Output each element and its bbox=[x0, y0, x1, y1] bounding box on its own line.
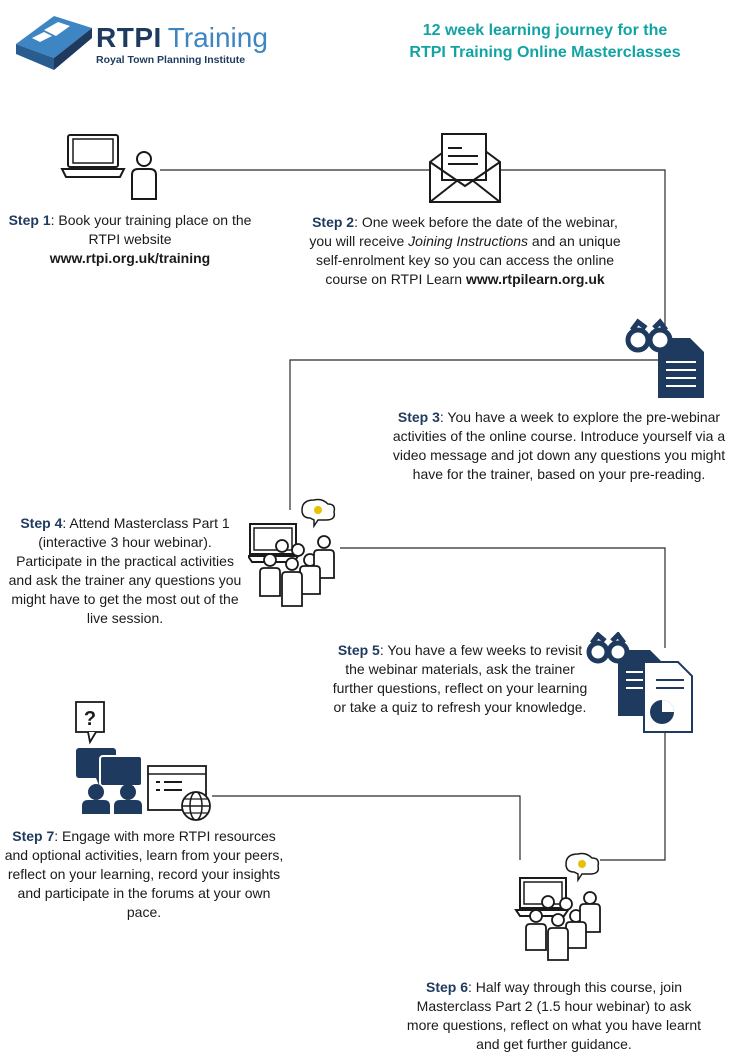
step-6-body: : Half way through this course, join Mas… bbox=[406, 979, 702, 1052]
step-2-label: Step 2 bbox=[312, 214, 355, 230]
step-4-text: Step 4: Attend Masterclass Part 1 (inter… bbox=[5, 514, 245, 628]
step-3-body: : You have a week to explore the pre-web… bbox=[392, 409, 726, 482]
logo-brand: RTPI bbox=[96, 22, 162, 53]
discussion-forum-icon: ? bbox=[75, 701, 211, 821]
logo-subtitle: Royal Town Planning Institute bbox=[96, 54, 246, 66]
step-6-label: Step 6 bbox=[425, 979, 468, 995]
webinar-group-icon bbox=[514, 852, 601, 961]
page-title: 12 week learning journey for the RTPI Tr… bbox=[360, 20, 730, 64]
step-1-body: : Book your training place on the RTPI w… bbox=[50, 212, 252, 247]
logo-mark-icon bbox=[16, 16, 92, 70]
step-3-label: Step 3 bbox=[397, 409, 440, 425]
step-4-body: : Attend Masterclass Part 1 (interactive… bbox=[8, 515, 242, 626]
step-4-label: Step 4 bbox=[20, 515, 63, 531]
step-5-text: Step 5: You have a few weeks to revisit … bbox=[328, 641, 592, 717]
step-1-label: Step 1 bbox=[8, 212, 51, 228]
step-2-italic: Joining Instructions bbox=[408, 233, 529, 249]
binoculars-document-icon bbox=[625, 318, 704, 398]
step-5-label: Step 5 bbox=[337, 642, 380, 658]
step-2-body-b: and an unique self-enrolment key so you … bbox=[315, 233, 621, 287]
envelope-letter-icon bbox=[429, 133, 501, 203]
webinar-group-icon bbox=[248, 498, 336, 607]
step-2-link[interactable]: www.rtpilearn.org.uk bbox=[465, 271, 605, 287]
laptop-user-icon bbox=[60, 134, 157, 200]
logo-product: Training bbox=[167, 22, 268, 53]
binoculars-documents-chart-icon bbox=[586, 632, 693, 733]
step-1-text: Step 1: Book your training place on the … bbox=[5, 211, 255, 268]
step-1-link[interactable]: www.rtpi.org.uk/training bbox=[49, 250, 211, 266]
step-5-body: : You have a few weeks to revisit the we… bbox=[332, 642, 588, 715]
step-7-label: Step 7 bbox=[12, 828, 55, 844]
step-7-body: : Engage with more RTPI resources and op… bbox=[4, 828, 284, 920]
step-2-text: Step 2: One week before the date of the … bbox=[300, 213, 630, 289]
step-7-text: Step 7: Engage with more RTPI resources … bbox=[4, 827, 284, 922]
step-6-text: Step 6: Half way through this course, jo… bbox=[404, 978, 704, 1054]
title-line-2: RTPI Training Online Masterclasses bbox=[409, 44, 681, 61]
step-3-text: Step 3: You have a week to explore the p… bbox=[378, 408, 740, 484]
step-2-body-a: : One week before the date of the webina… bbox=[309, 214, 618, 249]
title-line-1: 12 week learning journey for the bbox=[422, 22, 668, 39]
svg-text:?: ? bbox=[84, 708, 96, 730]
